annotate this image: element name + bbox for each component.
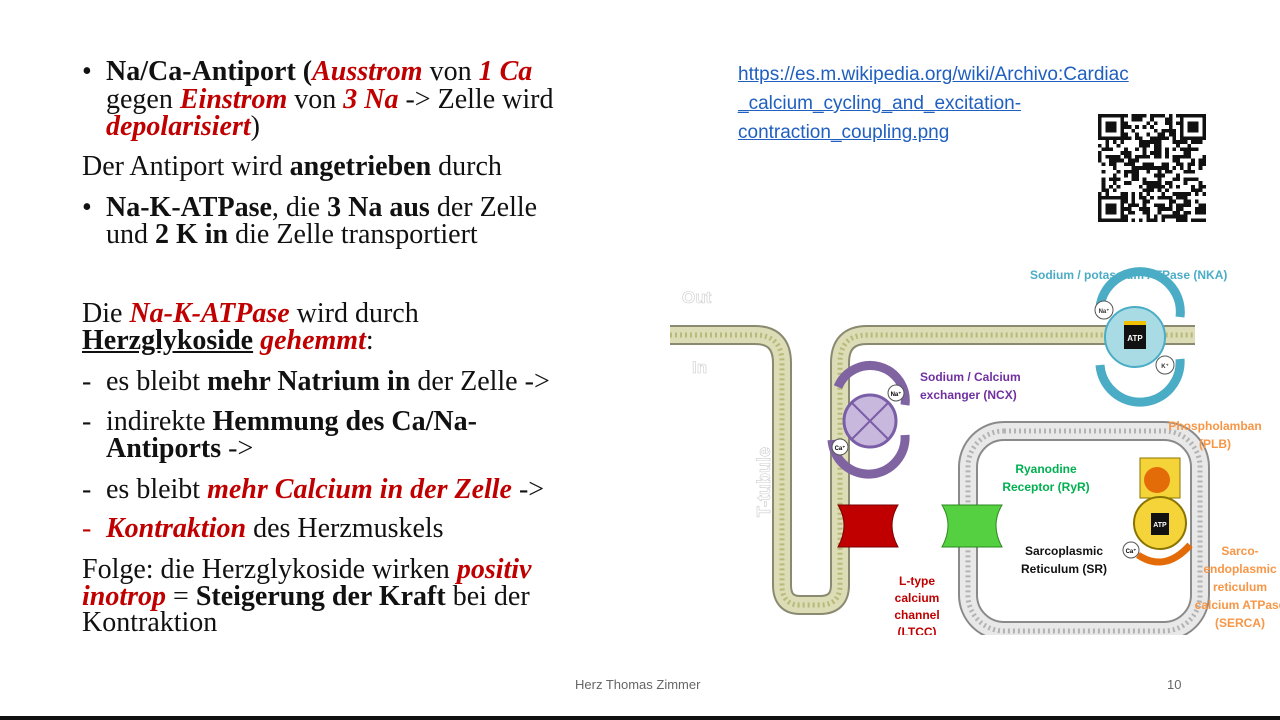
conclusion-line-3: Kontraktion: [82, 607, 218, 638]
svg-text:Na⁺: Na⁺: [1099, 308, 1110, 315]
conclusion-line-2: inotrop = Steigerung der Kraft bei der: [82, 581, 530, 612]
serca-label-2: endoplasmic: [1203, 562, 1277, 576]
plb-label-1: Phospholamban: [1168, 419, 1261, 433]
ltcc-label-2: calcium: [895, 591, 940, 605]
bullet: •: [82, 56, 92, 87]
ltcc-label-3: channel: [894, 608, 939, 622]
t-tubule-label: T-tubule: [754, 447, 774, 517]
sr-label-2: Reticulum (SR): [1021, 562, 1107, 576]
ncx-label-1: Sodium / Calcium: [920, 370, 1021, 384]
sr-label-1: Sarcoplasmic: [1025, 544, 1103, 558]
link-line-1[interactable]: https://es.m.wikipedia.org/wiki/Archivo:…: [738, 64, 1129, 85]
ncx-label-2: exchanger (NCX): [920, 388, 1017, 402]
serca-label-3: reticulum: [1213, 580, 1267, 594]
ltcc-label-4: (LTCC): [897, 625, 936, 635]
page-number: 10: [1167, 677, 1182, 692]
serca-label-1: Sarco-: [1221, 544, 1258, 558]
conclusion-line-1: Folge: die Herzglykoside wirken positiv: [82, 554, 532, 585]
footer-title: Herz Thomas Zimmer: [575, 677, 701, 692]
serca-pump-icon: ATP Ca⁺: [1122, 496, 1193, 566]
driven-line: Der Antiport wird angetrieben durch: [82, 151, 502, 182]
ltcc-channel-icon: [837, 504, 899, 548]
wikipedia-link[interactable]: https://es.m.wikipedia.org/wiki/Archivo:…: [738, 60, 1218, 147]
ryr-receptor-icon: [941, 504, 1003, 548]
nka-pump-icon: ATP Na⁺ K⁺: [1094, 267, 1185, 407]
link-line-2[interactable]: _calcium_cycling_and_excitation-: [738, 93, 1022, 114]
inhibit-line-2: Herzglykoside gehemmt:: [82, 325, 374, 356]
serca-label-5: (SERCA): [1215, 616, 1265, 630]
svg-text:Ca⁺: Ca⁺: [1126, 548, 1137, 555]
svg-text:ATP: ATP: [1127, 334, 1143, 343]
inhibit-line-1: Die Na-K-ATPase wird durch: [82, 298, 419, 329]
svg-text:K⁺: K⁺: [1161, 363, 1169, 370]
plb-icon: [1139, 457, 1181, 499]
link-line-3[interactable]: contraction_coupling.png: [738, 122, 950, 143]
plb-label-2: (PLB): [1199, 437, 1231, 451]
in-label: In: [692, 358, 707, 377]
ltcc-label-1: L-type: [899, 574, 935, 588]
ryr-label-2: Receptor (RyR): [1002, 480, 1089, 494]
qr-code-icon: [1098, 114, 1206, 222]
out-label: Out: [682, 288, 712, 307]
bullet: •: [82, 192, 92, 223]
serca-label-4: calcium ATPase: [1195, 598, 1280, 612]
svg-text:Na⁺: Na⁺: [891, 391, 902, 398]
svg-text:Ca⁺: Ca⁺: [835, 445, 846, 452]
ncx-exchanger-icon: Na⁺ Ca⁺: [827, 361, 910, 479]
ryr-label-1: Ryanodine: [1015, 462, 1077, 476]
svg-text:ATP: ATP: [1153, 522, 1167, 529]
bottom-bar: [0, 716, 1280, 720]
cardiac-calcium-cycling-diagram: Out In T-tubule Sodium / potassium ATPas…: [670, 267, 1280, 635]
